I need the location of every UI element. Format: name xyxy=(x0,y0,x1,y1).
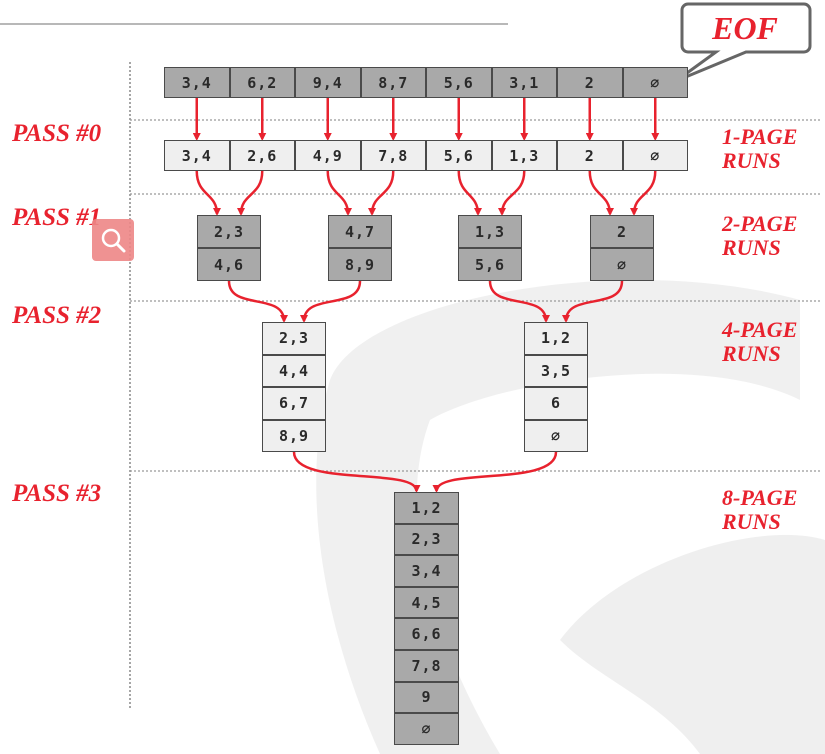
pass0-run-page: 7,8 xyxy=(360,140,426,171)
merge-arrow xyxy=(292,451,421,493)
file-page: 8,7 xyxy=(360,67,426,98)
merge-arrow xyxy=(432,451,558,493)
file-page: 2 xyxy=(557,67,623,98)
merge-arrow xyxy=(488,280,550,323)
file-page: 3,4 xyxy=(164,67,230,98)
pass1-run-page: 2,3 xyxy=(197,215,261,248)
pass3-run-page: 6,6 xyxy=(394,618,459,650)
pass0-run-page: 1,3 xyxy=(491,140,557,171)
file-page: 9,4 xyxy=(295,67,361,98)
pass-2-runs-label: 4-PAGE RUNS xyxy=(722,317,798,366)
search-icon xyxy=(101,228,126,253)
pass-0-label: PASS #0 xyxy=(12,120,102,147)
pass2-run-page: 1,2 xyxy=(524,322,588,355)
pass-1-label: PASS #1 xyxy=(12,204,102,231)
merge-arrow xyxy=(498,170,526,216)
pass2-run-page: 6 xyxy=(524,387,588,420)
pass2-run-page: 8,9 xyxy=(262,419,326,452)
merge-arrow xyxy=(457,170,482,216)
file-page: ∅ xyxy=(622,67,688,98)
pass-separators xyxy=(130,119,820,472)
pass0-run-page: 5,6 xyxy=(426,140,492,171)
pass1-run-page: 4,6 xyxy=(197,248,261,281)
pass1-run-page: ∅ xyxy=(590,248,654,281)
pass0-run-page: 4,9 xyxy=(295,140,361,171)
merge-arrow xyxy=(562,280,624,323)
merge-arrow xyxy=(368,170,395,216)
pass2-run-page: 4,4 xyxy=(262,354,326,387)
merge-arrow xyxy=(300,280,362,323)
eof-label: EOF xyxy=(712,9,778,46)
search-button[interactable] xyxy=(92,219,134,261)
pass-0-runs-label: 1-PAGE RUNS xyxy=(722,124,798,173)
pass-1-runs-label: 2-PAGE RUNS xyxy=(722,211,798,260)
pass1-run-page: 5,6 xyxy=(458,248,522,281)
pass3-run-page: ∅ xyxy=(394,713,459,745)
pass0-run-page: 2 xyxy=(557,140,623,171)
merge-arrow xyxy=(630,170,657,216)
pass3-run-page: 9 xyxy=(394,681,459,714)
pass-3-label: PASS #3 xyxy=(12,480,102,507)
pass3-run-page: 2,3 xyxy=(394,523,459,556)
pass0-run-page: ∅ xyxy=(622,140,688,171)
pass1-run-page: 8,9 xyxy=(328,248,392,281)
file-page: 6,2 xyxy=(229,67,295,98)
merge-arrow xyxy=(326,170,352,216)
pass0-run-page: 3,4 xyxy=(164,140,230,171)
pass3-run-page: 4,5 xyxy=(394,586,459,619)
pass0-run-page: 2,6 xyxy=(229,140,295,171)
merge-arrow xyxy=(588,170,614,216)
pass2-run-page: 3,5 xyxy=(524,354,588,387)
pass3-run-page: 3,4 xyxy=(394,555,459,587)
pass2-run-page: 2,3 xyxy=(262,322,326,355)
pass2-run-page: 6,7 xyxy=(262,387,326,420)
pass-3-runs-label: 8-PAGE RUNS xyxy=(722,485,798,534)
file-page: 5,6 xyxy=(426,67,492,98)
pass-2-label: PASS #2 xyxy=(12,302,102,329)
eof-callout xyxy=(675,2,812,83)
pass2-run-page: ∅ xyxy=(524,419,588,452)
merge-arrow xyxy=(195,170,221,216)
pass3-run-page: 1,2 xyxy=(394,492,459,524)
pass1-run-page: 4,7 xyxy=(328,215,392,248)
pass3-run-page: 7,8 xyxy=(394,650,459,682)
pass1-run-page: 2 xyxy=(590,215,654,248)
file-page: 3,1 xyxy=(491,67,557,98)
merge-arrow xyxy=(237,170,264,216)
pass1-run-page: 1,3 xyxy=(458,215,522,248)
merge-arrows xyxy=(192,98,660,493)
merge-arrow xyxy=(227,280,288,323)
